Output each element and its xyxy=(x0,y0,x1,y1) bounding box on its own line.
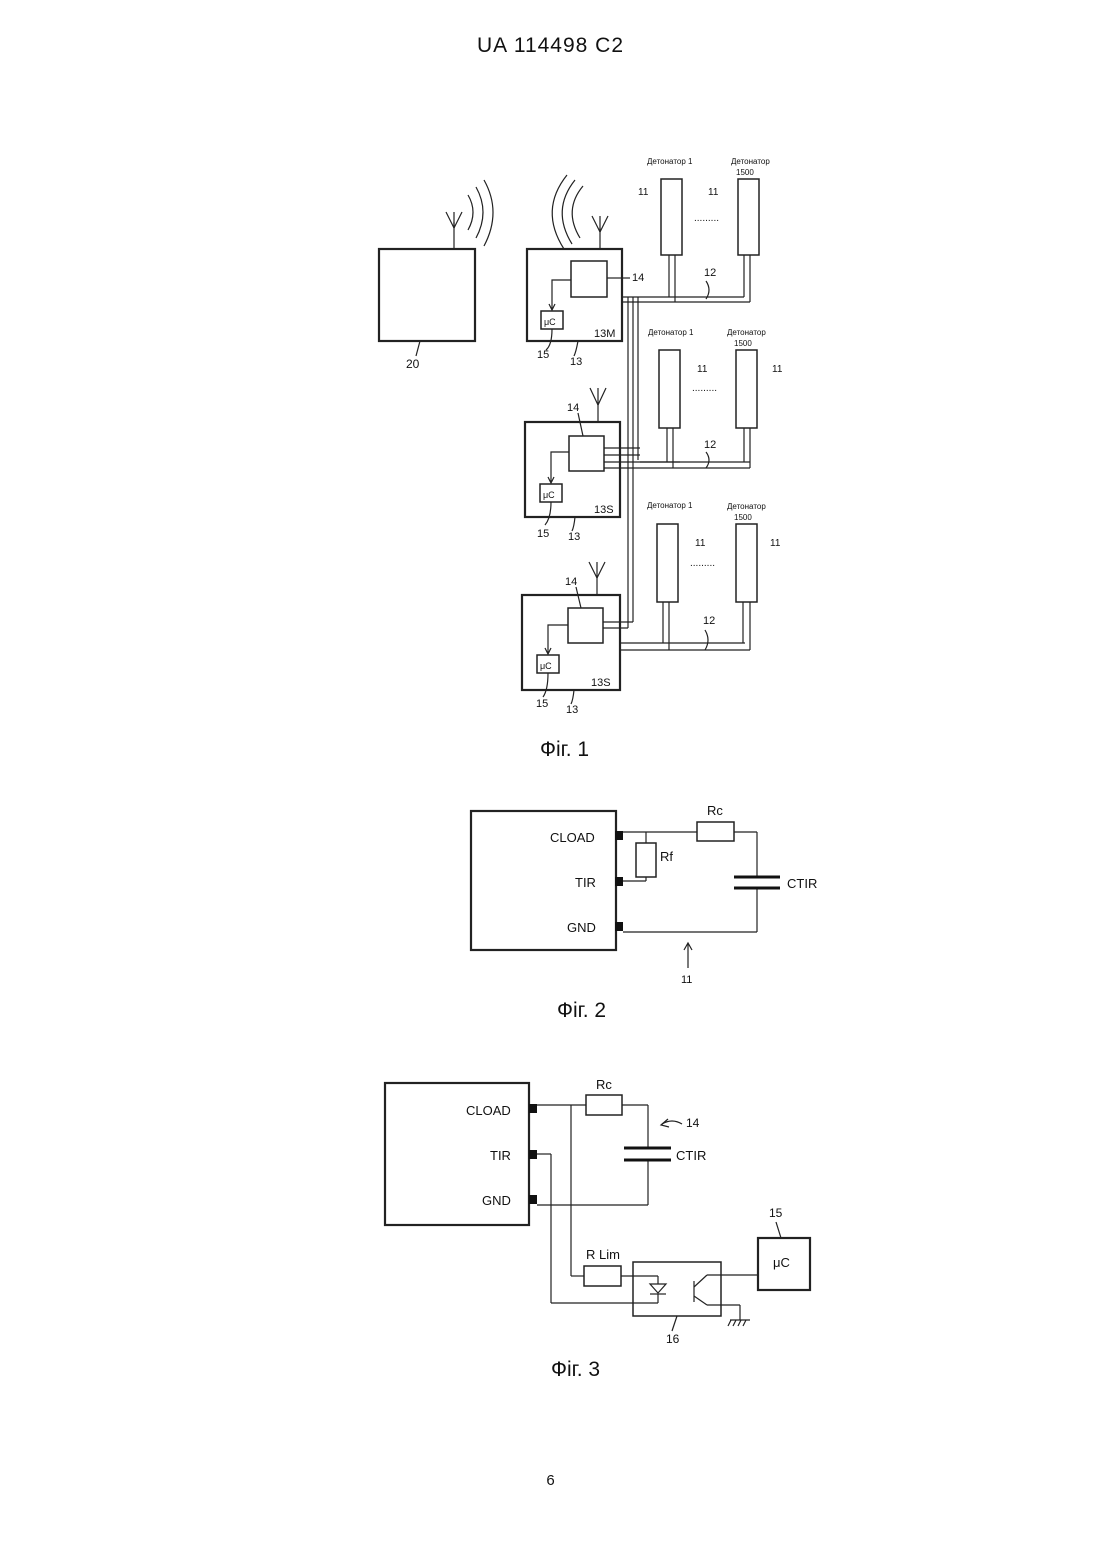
led-diode-icon xyxy=(650,1276,666,1303)
master-radio-waves-icon xyxy=(552,175,583,249)
ref-14: 14 xyxy=(686,1116,700,1130)
ref-11: 11 xyxy=(681,974,692,986)
detonator-1500 xyxy=(736,524,757,602)
detonator-last-label: Детонатор xyxy=(727,502,766,511)
ref-12: 12 xyxy=(704,439,716,451)
figure-2: CLOAD TIR GND Rc Rf CTIR 11 xyxy=(471,803,817,986)
radio-waves-icon xyxy=(468,180,493,246)
circuit-block-14 xyxy=(568,608,603,643)
ellipsis: ......... xyxy=(694,213,719,224)
detonator-first-label: Детонатор 1 xyxy=(647,157,693,166)
pin-gnd xyxy=(615,922,623,931)
pin-gnd xyxy=(529,1195,537,1204)
ref-15: 15 xyxy=(769,1206,783,1220)
resistor-rc xyxy=(697,822,734,841)
detonator-last-number: 1500 xyxy=(736,168,754,177)
pin-tir-label: TIR xyxy=(575,875,596,890)
detonator-last-number: 1500 xyxy=(734,513,752,522)
circuit-block-14 xyxy=(571,261,607,297)
resistor-rc xyxy=(586,1095,622,1115)
pin-tir-label: TIR xyxy=(490,1148,511,1163)
detonator-first-label: Детонатор 1 xyxy=(647,501,693,510)
detonator-first-label: Детонатор 1 xyxy=(648,328,694,337)
ref-11b: 11 xyxy=(772,364,783,375)
ref-11a: 11 xyxy=(697,364,708,375)
ground-icon xyxy=(728,1320,750,1326)
figure-2-caption: Фіг. 2 xyxy=(557,999,606,1023)
figure-1: 20 μC 14 13M 15 13 xyxy=(379,157,783,716)
ref-13: 13 xyxy=(570,356,582,368)
blasting-unit-slave-2: μC 14 13S 15 13 ......... Детонатор 1 Де… xyxy=(522,501,781,716)
optocoupler-box xyxy=(633,1262,721,1316)
unit-label: 13S xyxy=(594,504,614,516)
ellipsis: ......... xyxy=(692,383,717,394)
uc-label: μC xyxy=(773,1255,790,1270)
ref-14: 14 xyxy=(632,272,644,284)
figure-1-caption: Фіг. 1 xyxy=(540,738,589,762)
uc-label: μC xyxy=(540,661,552,671)
base-station-box xyxy=(379,249,475,341)
ref-13: 13 xyxy=(566,704,578,716)
detonator-1500 xyxy=(736,350,757,428)
detonator-last-label: Детонатор xyxy=(731,157,770,166)
detonator-last-number: 1500 xyxy=(734,339,752,348)
ref-13: 13 xyxy=(568,531,580,543)
pin-cload-label: CLOAD xyxy=(466,1103,511,1118)
base-station-antenna-icon xyxy=(446,212,462,249)
figure-3-caption: Фіг. 3 xyxy=(551,1358,600,1382)
ref-11b: 11 xyxy=(708,187,719,198)
ref-20: 20 xyxy=(406,357,420,371)
ctir-label: CTIR xyxy=(787,876,817,891)
unit-label: 13S xyxy=(591,677,611,689)
pin-gnd-label: GND xyxy=(567,920,596,935)
circuit-block-14 xyxy=(569,436,604,471)
uc-label: μC xyxy=(543,490,555,500)
ref-11a: 11 xyxy=(695,538,706,549)
pin-cload xyxy=(615,831,623,840)
detonator-last-label: Детонатор xyxy=(727,328,766,337)
rc-label: Rc xyxy=(596,1077,612,1092)
phototransistor-icon xyxy=(694,1275,757,1320)
detonator-1 xyxy=(657,524,678,602)
pin-cload xyxy=(529,1104,537,1113)
ref-12: 12 xyxy=(703,615,715,627)
ctir-label: CTIR xyxy=(676,1148,706,1163)
rlim-label: R Lim xyxy=(586,1247,620,1262)
figure-3: CLOAD TIR GND Rc CTIR 14 R Lim xyxy=(385,1077,810,1346)
detonator-1 xyxy=(659,350,680,428)
page-number: 6 xyxy=(0,1472,1101,1489)
detonator-1500 xyxy=(738,179,759,255)
pin-cload-label: CLOAD xyxy=(550,830,595,845)
pin-tir xyxy=(615,877,623,886)
ref-14: 14 xyxy=(567,402,579,414)
unit-label: 13M xyxy=(594,328,615,340)
detonator-1 xyxy=(661,179,682,255)
uc-label: μC xyxy=(544,317,556,327)
ref-11a: 11 xyxy=(638,187,649,198)
pin-tir xyxy=(529,1150,537,1159)
pin-gnd-label: GND xyxy=(482,1193,511,1208)
ref-12: 12 xyxy=(704,267,716,279)
ref-15: 15 xyxy=(536,698,548,710)
ref-15: 15 xyxy=(537,528,549,540)
ref-15: 15 xyxy=(537,349,549,361)
rf-label: Rf xyxy=(660,849,673,864)
resistor-rf xyxy=(636,843,656,877)
ref-11b: 11 xyxy=(770,538,781,549)
resistor-rlim xyxy=(584,1266,621,1286)
ellipsis: ......... xyxy=(690,558,715,569)
ref-16: 16 xyxy=(666,1332,680,1346)
rc-label: Rc xyxy=(707,803,723,818)
ref-14: 14 xyxy=(565,576,577,588)
